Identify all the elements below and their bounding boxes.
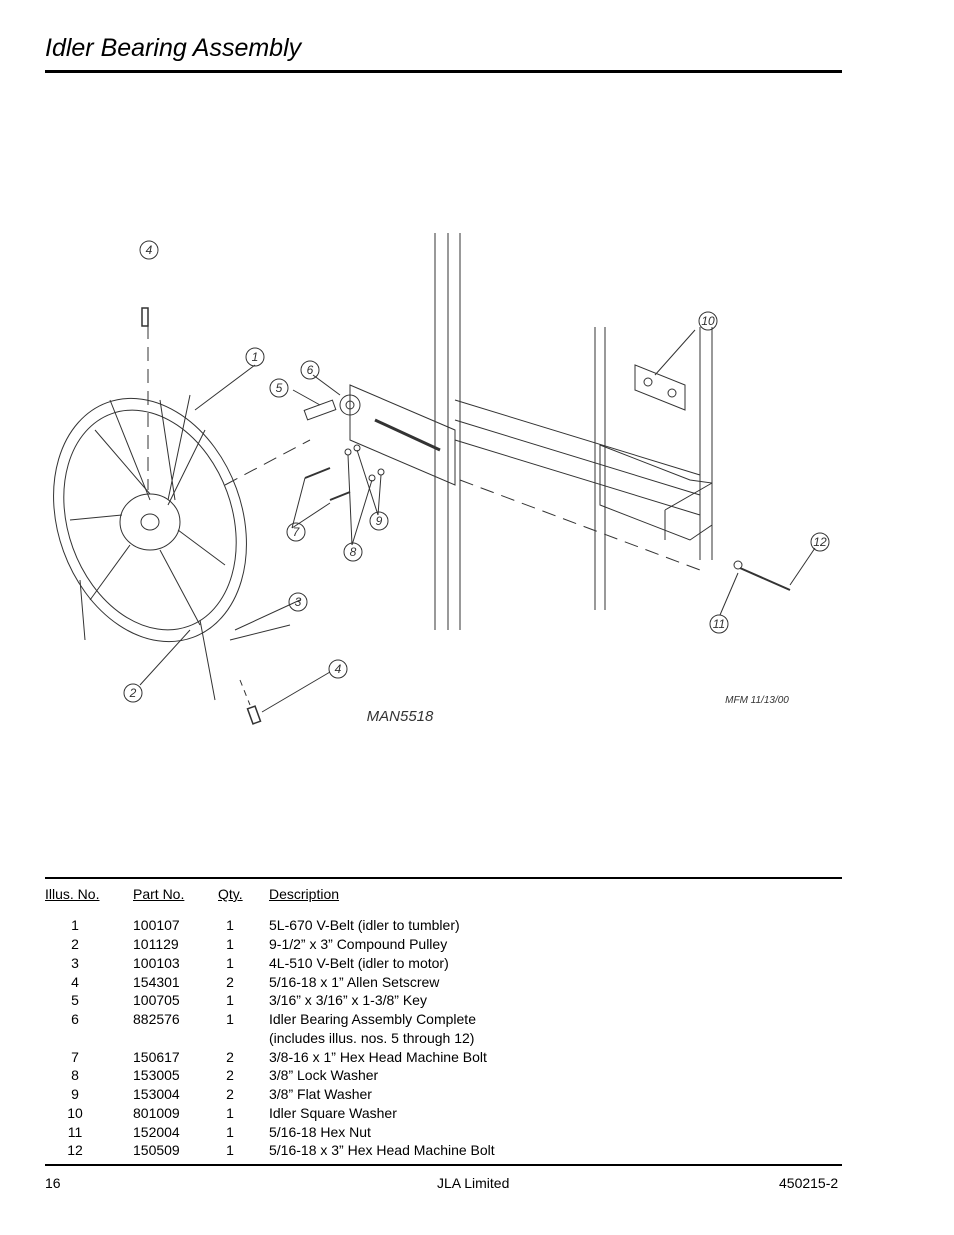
description: 5/16-18 x 3” Hex Head Machine Bolt: [269, 1142, 495, 1158]
table-row: 3 100103 1 4L-510 V-Belt (idler to motor…: [0, 955, 900, 974]
drawing-id: MAN5518: [367, 708, 434, 725]
part-no: 882576: [133, 1011, 180, 1027]
qty: 1: [226, 917, 234, 933]
part-no: 101129: [133, 936, 179, 952]
table-row: 1 100107 1 5L-670 V-Belt (idler to tumbl…: [0, 917, 900, 936]
illus-no: 5: [71, 992, 79, 1008]
illus-no: 3: [71, 955, 79, 971]
callout-7: 7: [293, 525, 301, 539]
description: Idler Square Washer: [269, 1105, 397, 1121]
callout-11: 11: [713, 617, 725, 631]
description: 3/16” x 3/16” x 1-3/8” Key: [269, 992, 427, 1008]
table-row: 8 153005 2 3/8” Lock Washer: [0, 1067, 900, 1086]
callout-4-top: 4: [146, 243, 153, 257]
table-row: 6 882576 1 Idler Bearing Assembly Comple…: [0, 1011, 900, 1030]
part-no: 153004: [133, 1086, 180, 1102]
callout-2: 2: [129, 686, 137, 700]
description: (includes illus. nos. 5 through 12): [269, 1030, 475, 1046]
page-number: 16: [45, 1175, 61, 1191]
table-top-rule: [45, 877, 842, 879]
header-qty: Qty.: [218, 886, 243, 902]
part-no: 150509: [133, 1142, 180, 1158]
illus-no: 7: [71, 1049, 79, 1065]
part-no: 100107: [133, 917, 180, 933]
qty: 1: [226, 992, 234, 1008]
qty: 1: [226, 955, 234, 971]
description: 5L-670 V-Belt (idler to tumbler): [269, 917, 460, 933]
callout-12: 12: [813, 535, 827, 549]
part-no: 153005: [133, 1067, 180, 1083]
part-no: 100705: [133, 992, 180, 1008]
callout-9: 9: [376, 514, 383, 528]
page-title: Idler Bearing Assembly: [45, 34, 302, 62]
table-row: 12 150509 1 5/16-18 x 3” Hex Head Machin…: [0, 1142, 900, 1161]
part-no: 801009: [133, 1105, 180, 1121]
table-row: (includes illus. nos. 5 through 12): [0, 1030, 900, 1049]
qty: 2: [226, 1049, 234, 1065]
header-illus-no: Illus. No.: [45, 886, 100, 902]
table-row: 11 152004 1 5/16-18 Hex Nut: [0, 1124, 900, 1143]
illus-no: 10: [67, 1105, 83, 1121]
callout-6: 6: [307, 363, 314, 377]
qty: 1: [226, 1105, 234, 1121]
callout-8: 8: [350, 545, 357, 559]
qty: 1: [226, 1142, 234, 1158]
callout-3: 3: [295, 595, 302, 609]
drawing-date: MFM 11/13/00: [725, 695, 789, 706]
callout-1: 1: [252, 350, 259, 364]
part-no: 150617: [133, 1049, 180, 1065]
table-row: 10 801009 1 Idler Square Washer: [0, 1105, 900, 1124]
qty: 1: [226, 1011, 234, 1027]
description: 3/8-16 x 1” Hex Head Machine Bolt: [269, 1049, 487, 1065]
header-description: Description: [269, 886, 340, 902]
description: 3/8” Lock Washer: [269, 1067, 379, 1083]
qty: 2: [226, 974, 234, 990]
illus-no: 12: [67, 1142, 83, 1158]
table-row: 4 154301 2 5/16-18 x 1” Allen Setscrew: [0, 974, 900, 993]
illus-no: 9: [71, 1086, 79, 1102]
exploded-view-drawing: 1 2 3 4 4 5 6 7 8 9 10 11 12 MAN5518 MFM…: [53, 233, 830, 725]
callout-4-bottom: 4: [335, 662, 342, 676]
illus-no: 6: [71, 1011, 79, 1027]
callout-10: 10: [701, 314, 715, 328]
table-row: 2 101129 1 9-1/2” x 3” Compound Pulley: [0, 936, 900, 955]
table-row: 9 153004 2 3/8” Flat Washer: [0, 1086, 900, 1105]
table-row: 7 150617 2 3/8-16 x 1” Hex Head Machine …: [0, 1049, 900, 1068]
table-row: 5 100705 1 3/16” x 3/16” x 1-3/8” Key: [0, 992, 900, 1011]
description: 9-1/2” x 3” Compound Pulley: [269, 936, 448, 952]
description: 4L-510 V-Belt (idler to motor): [269, 955, 449, 971]
company-name: JLA Limited: [437, 1175, 510, 1191]
illus-no: 4: [71, 974, 79, 990]
footer-rule: [45, 1164, 842, 1166]
qty: 1: [226, 1124, 234, 1140]
callout-5: 5: [276, 381, 283, 395]
part-no: 152004: [133, 1124, 180, 1140]
title-rule: [45, 70, 842, 73]
illus-no: 11: [67, 1124, 83, 1140]
description: 5/16-18 Hex Nut: [269, 1124, 371, 1140]
qty: 2: [226, 1067, 234, 1083]
part-no: 154301: [133, 974, 180, 990]
header-part-no: Part No.: [133, 886, 185, 902]
description: 5/16-18 x 1” Allen Setscrew: [269, 974, 440, 990]
illus-no: 8: [71, 1067, 79, 1083]
document-number: 450215-2: [779, 1175, 839, 1191]
description: Idler Bearing Assembly Complete: [269, 1011, 476, 1027]
illus-no: 1: [71, 917, 79, 933]
part-no: 100103: [133, 955, 180, 971]
qty: 1: [226, 936, 234, 952]
illus-no: 2: [71, 936, 79, 952]
qty: 2: [226, 1086, 234, 1102]
description: 3/8” Flat Washer: [269, 1086, 372, 1102]
